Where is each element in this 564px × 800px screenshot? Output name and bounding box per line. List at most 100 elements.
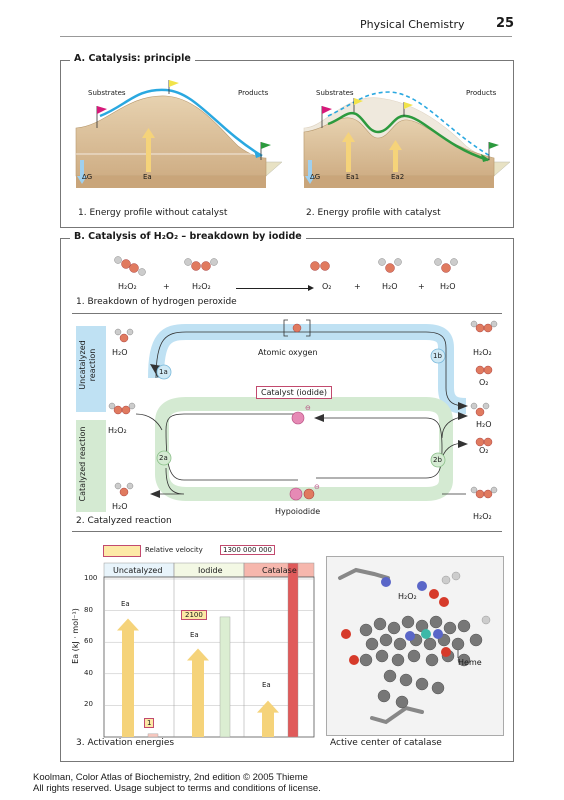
ea-bar-iodide (187, 648, 209, 737)
uncatalyzed-side-label: Uncatalyzed reaction (78, 340, 97, 390)
molecule-row (114, 256, 458, 276)
p1-dg-label: ΔG (82, 173, 93, 181)
y-tick-60: 60 (84, 637, 93, 646)
p2-summit1-flag-icon (354, 98, 363, 105)
structure-heme-label: Heme (458, 658, 482, 667)
velocity-bar-iodide (219, 616, 231, 738)
velocity-bar-uncatalyzed (147, 733, 159, 738)
hypoiodide-iodine (289, 487, 303, 501)
page-header-title: Physical Chemistry (360, 18, 465, 31)
label-step-1a: 1a (159, 368, 168, 376)
step-1b-badge (430, 348, 446, 364)
p2-ea1-label: Ea1 (346, 173, 360, 181)
catalyzed-side-label: Catalyzed reaction (78, 426, 87, 502)
rv-value-catalase: 1300 000 000 (220, 545, 275, 555)
iodide-ion (291, 411, 305, 425)
header-rule (60, 36, 512, 37)
b2-caption: 2. Catalyzed reaction (76, 516, 172, 526)
eq-plus-3: + (418, 282, 425, 291)
uncatalyzed-path (327, 91, 491, 157)
energy-profile-with-catalyst (303, 91, 511, 188)
h2o2-molecule-1 (114, 256, 146, 276)
step-1a-badge (156, 364, 172, 380)
p2-ea2-label: Ea2 (391, 173, 405, 181)
eq-term-1: H₂O₂ (118, 282, 137, 291)
h2o2-molecule-2 (184, 258, 218, 271)
eq-arrow (236, 288, 310, 289)
rv-value-uncatalyzed: 1 (144, 718, 155, 728)
step-2a-badge (156, 450, 172, 466)
relative-velocity-label: Relative velocity (145, 546, 203, 554)
y-tick-20: 20 (84, 700, 93, 709)
ea-label-uncatalyzed: Ea (121, 600, 130, 608)
column-iodide: Iodide (198, 566, 223, 575)
eq-term-5: H₂O (440, 282, 456, 291)
reaction-cycle-diagram (108, 319, 498, 501)
p2-dg-label: ΔG (310, 173, 321, 181)
label-step-2b: 2b (433, 456, 442, 464)
label-h2o-bottom: H₂O (112, 502, 128, 511)
label-step-1b: 1b (433, 352, 442, 360)
column-catalase: Catalase (262, 566, 297, 575)
hypoiodide-oxygen (303, 488, 315, 500)
minus-charge-1: ⊖ (305, 404, 311, 412)
summit-flag-icon (169, 80, 179, 87)
p2-substrates-label: Substrates (316, 89, 354, 97)
label-h2o2-left: H₂O₂ (108, 426, 127, 435)
label-atomic-oxygen: Atomic oxygen (258, 348, 318, 357)
eq-term-3: O₂ (322, 282, 332, 291)
column-uncatalyzed: Uncatalyzed (113, 566, 163, 575)
catalyzed-side-tab (76, 420, 106, 512)
label-o2-right: O₂ (479, 378, 489, 387)
p1-substrates-label: Substrates (88, 89, 126, 97)
catalyzed-path (327, 111, 489, 162)
catalyst-iodide-label: Catalyst (iodide) (256, 386, 332, 399)
p1-ea-label: Ea (143, 173, 152, 181)
energy-hill (75, 95, 267, 177)
ea-label-iodide: Ea (190, 631, 199, 639)
product-flag-icon (261, 142, 271, 149)
h2o-molecule-2 (434, 258, 458, 273)
section-b-title: B. Catalysis of H₂O₂ – breakdown by iodi… (70, 231, 306, 242)
section-a-frame (60, 60, 514, 228)
ea2-arrow (389, 140, 402, 150)
label-o2-right-2: O₂ (479, 446, 489, 455)
label-hypoiodide: Hypoiodide (275, 507, 321, 516)
label-h2o-top: H₂O (112, 348, 128, 357)
page-number: 25 (496, 16, 515, 31)
step-2b-badge (430, 452, 446, 468)
y-tick-100: 100 (84, 574, 98, 582)
substrate-flag-icon (97, 106, 107, 114)
eq-plus-1: + (163, 282, 170, 291)
relative-velocity-swatch (103, 545, 141, 557)
label-h2o2-right-bottom: H₂O₂ (473, 512, 492, 521)
p2-products-label: Products (466, 89, 497, 97)
velocity-bar-catalase (287, 562, 299, 738)
y-tick-80: 80 (84, 605, 93, 614)
h2o-molecule-1 (378, 258, 402, 273)
label-step-2a: 2a (159, 454, 168, 462)
p1-products-label: Products (238, 89, 269, 97)
eq-term-4: H₂O (382, 282, 398, 291)
b3-caption: 3. Activation energies (76, 738, 175, 748)
y-tick-40: 40 (84, 668, 93, 677)
atomic-oxygen-bracket (283, 319, 311, 337)
y-axis-label: Ea (kJ · mol⁻¹) (71, 608, 80, 664)
p2-caption: 2. Energy profile with catalyst (306, 208, 441, 218)
energy-profile-no-catalyst (75, 80, 283, 188)
activation-energy-chart (103, 562, 315, 738)
chart-gridlines (104, 563, 314, 737)
footer-line-1: Koolman, Color Atlas of Biochemistry, 2n… (33, 772, 308, 783)
ea-label-catalase: Ea (262, 681, 271, 689)
dg-arrow (77, 176, 87, 184)
reaction-path (99, 88, 263, 158)
ea-arrow (142, 128, 155, 138)
chart-bars (117, 562, 299, 738)
section-a-title: A. Catalysis: principle (70, 53, 195, 64)
eq-plus-2: + (354, 282, 361, 291)
chart-plot-area (103, 576, 315, 738)
ea-bar-uncatalyzed (117, 618, 139, 737)
o2-molecule (310, 261, 330, 271)
label-h2o-right: H₂O (476, 420, 492, 429)
p2-product-flag-icon (489, 142, 499, 149)
